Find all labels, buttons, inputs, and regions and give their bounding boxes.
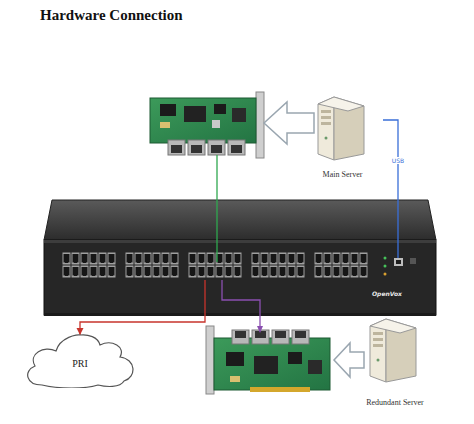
- node-label: Redundant Server: [366, 398, 424, 408]
- diagram-title: Hardware Connection: [40, 7, 183, 24]
- node-label: PRI: [72, 358, 88, 369]
- cloud-shape: [28, 335, 133, 388]
- hollow-arrow: [334, 343, 364, 377]
- connector: [77, 315, 206, 335]
- switch-chassis: [44, 200, 436, 316]
- server-icon: [370, 319, 416, 382]
- node-label: Main Server: [323, 170, 363, 180]
- server-icon: [318, 97, 364, 160]
- connector-line: [80, 315, 205, 335]
- pci-card-bottom: [206, 326, 330, 394]
- server-node: Main Server: [302, 92, 383, 180]
- green-cable: [216, 155, 217, 262]
- red-cable: [204, 280, 205, 315]
- hollow-arrow: [264, 102, 314, 144]
- connector-label: USB: [391, 157, 405, 164]
- node-label: OpenVox: [372, 290, 402, 297]
- pci-card-top: [150, 92, 264, 158]
- blue-cable: [397, 200, 398, 258]
- arrowhead: [77, 328, 84, 335]
- network-cloud: PRI: [22, 333, 138, 388]
- purple-cable: [222, 280, 260, 330]
- switch-node: OpenVox: [44, 200, 436, 315]
- purple-arrowhead: [257, 326, 263, 333]
- server-node: Redundant Server: [352, 312, 438, 408]
